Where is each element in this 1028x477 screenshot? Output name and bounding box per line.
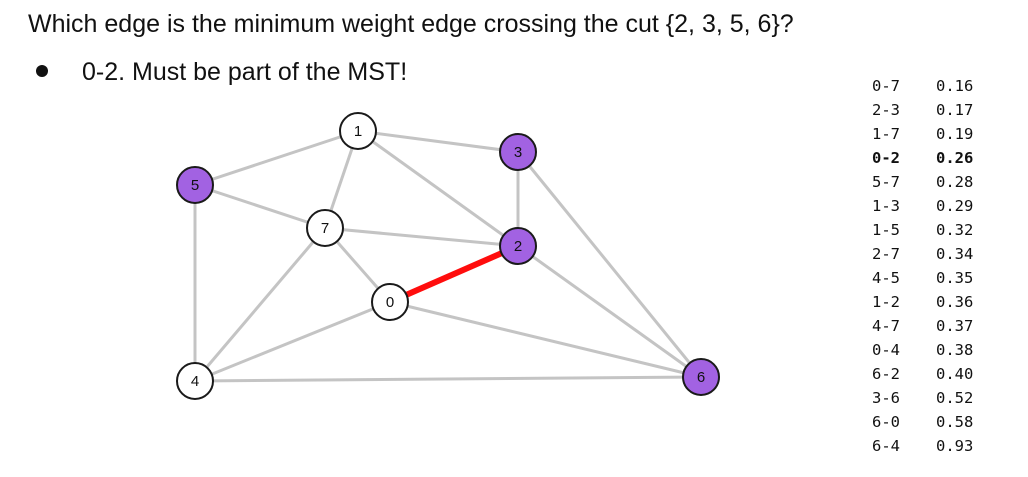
edge-weight-row: 0-4 0.38: [872, 338, 973, 362]
edge-weight-row: 1-2 0.36: [872, 290, 973, 314]
node-label: 2: [514, 238, 522, 255]
edge-weight-row: 2-7 0.34: [872, 242, 973, 266]
edge-1-2: [357, 129, 519, 248]
edge-name: 1-2: [872, 293, 900, 311]
edge-6-0: [389, 300, 702, 379]
answer-row: 0-2. Must be part of the MST!: [36, 52, 407, 92]
node-label: 3: [514, 144, 522, 161]
node-circle: [339, 112, 377, 150]
graph-node-0: 0: [371, 283, 409, 321]
edge-weight-row: 3-6 0.52: [872, 386, 973, 410]
edge-0-4: [194, 300, 391, 383]
edge-weight-row: 1-5 0.32: [872, 218, 973, 242]
edge-weight-row: 6-2 0.40: [872, 362, 973, 386]
edge-name: 4-7: [872, 317, 900, 335]
edge-5-7: [194, 183, 326, 230]
bullet-icon: [36, 65, 48, 78]
edge-weight: 0.52: [936, 389, 974, 407]
edge-2-7: [324, 226, 519, 248]
node-circle: [176, 362, 214, 400]
edge-name: 6-0: [872, 413, 900, 431]
edge-name: 2-7: [872, 245, 900, 263]
edge-name: 1-5: [872, 221, 900, 239]
edge-weight-row: 6-4 0.93: [872, 434, 973, 458]
edge-weight: 0.29: [936, 197, 974, 215]
node-circle: [306, 209, 344, 247]
edge-weight: 0.19: [936, 125, 974, 143]
graph-node-5: 5: [176, 166, 214, 204]
edge-weight-row: 6-0 0.58: [872, 410, 973, 434]
edge-name: 0-2: [872, 149, 900, 167]
edge-name: 4-5: [872, 269, 900, 287]
graph-node-1: 1: [339, 112, 377, 150]
edge-weight-row: 1-3 0.29: [872, 194, 973, 218]
edge-4-7: [193, 227, 327, 382]
edge-weight: 0.16: [936, 77, 974, 95]
graph-node-6: 6: [682, 358, 720, 396]
edge-name: 2-3: [872, 101, 900, 119]
graph-node-3: 3: [499, 133, 537, 171]
question-text: Which edge is the minimum weight edge cr…: [28, 10, 794, 38]
edge-weight: 0.17: [936, 101, 974, 119]
answer-text: 0-2. Must be part of the MST!: [82, 58, 408, 86]
edges-layer: [193, 129, 703, 383]
edge-weight-row: 2-3 0.17: [872, 98, 973, 122]
edge-name: 0-7: [872, 77, 900, 95]
edge-weight-row: 4-7 0.37: [872, 314, 973, 338]
node-circle: [499, 227, 537, 265]
nodes-layer: 0 1 2 3 4 5 6 7: [176, 112, 720, 400]
edge-0-2: [388, 243, 520, 305]
edge-name: 3-6: [872, 389, 900, 407]
graph-node-2: 2: [499, 227, 537, 265]
node-label: 1: [354, 123, 362, 140]
edge-weight: 0.58: [936, 413, 974, 431]
edge-weight: 0.28: [936, 173, 974, 191]
node-label: 7: [321, 220, 329, 237]
edge-3-6: [516, 151, 703, 378]
edge-weight-row: 5-7 0.28: [872, 170, 973, 194]
edge-weight: 0.26: [936, 149, 974, 167]
edge-weight-row: 1-7 0.19: [872, 122, 973, 146]
edge-weight-list: 0-7 0.16 2-3 0.17 1-7 0.19 0-2 0.26 5-7 0.28 1-3 0.…: [872, 74, 973, 458]
edge-6-4: [194, 375, 702, 383]
edge-1-3: [357, 129, 519, 154]
edge-6-2: [517, 244, 702, 379]
edge-name: 6-4: [872, 437, 900, 455]
node-label: 4: [191, 373, 199, 390]
edge-weight: 0.93: [936, 437, 974, 455]
node-circle: [499, 133, 537, 171]
edge-weight-row: 0-7 0.16: [872, 74, 973, 98]
node-circle: [682, 358, 720, 396]
edge-name: 5-7: [872, 173, 900, 191]
graph-node-4: 4: [176, 362, 214, 400]
edge-weight: 0.34: [936, 245, 974, 263]
node-label: 0: [386, 294, 394, 311]
edge-weight: 0.40: [936, 365, 974, 383]
graph-node-7: 7: [306, 209, 344, 247]
edge-name: 0-4: [872, 341, 900, 359]
edge-weight-row: 4-5 0.35: [872, 266, 973, 290]
edge-name: 6-2: [872, 365, 900, 383]
node-label: 5: [191, 177, 199, 194]
node-circle: [371, 283, 409, 321]
edge-name: 1-7: [872, 125, 900, 143]
edge-name: 1-3: [872, 197, 900, 215]
node-circle: [176, 166, 214, 204]
edge-weight: 0.35: [936, 269, 974, 287]
edge-weight: 0.32: [936, 221, 974, 239]
edge-weight: 0.37: [936, 317, 974, 335]
edge-weight: 0.38: [936, 341, 974, 359]
edge-1-5: [194, 129, 359, 187]
node-label: 6: [697, 369, 705, 386]
edge-weight-row: 0-2 0.26: [872, 146, 973, 170]
edge-weight: 0.36: [936, 293, 974, 311]
